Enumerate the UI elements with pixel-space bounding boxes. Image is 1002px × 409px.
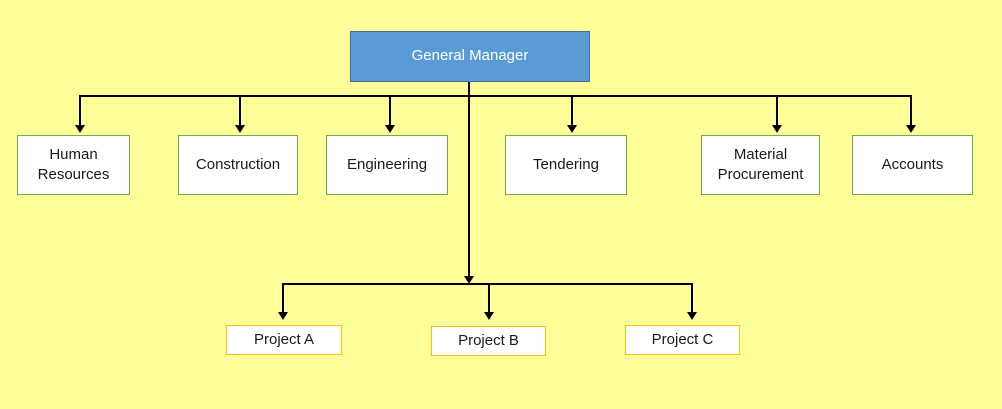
arrowhead-material-procurement [772, 125, 782, 133]
connector-drop-material-procurement [776, 95, 778, 126]
org-node-engineering: Engineering [326, 135, 448, 195]
org-node-project-c: Project C [625, 325, 740, 355]
arrowhead-construction [235, 125, 245, 133]
connector-root-stem [468, 81, 470, 277]
org-node-engineering-label: Engineering [346, 155, 428, 173]
arrowhead-tendering [567, 125, 577, 133]
connector-drop-project-a [282, 283, 284, 313]
connector-drop-engineering [389, 95, 391, 126]
arrowhead-project-c [687, 312, 697, 320]
arrowhead-project-a [278, 312, 288, 320]
org-node-human-resources-label: Human Resources [37, 145, 110, 183]
org-node-general-manager-label: General Manager [411, 47, 529, 65]
org-node-tendering-label: Tendering [533, 155, 599, 173]
org-node-project-a: Project A [226, 325, 342, 355]
org-node-material-procurement-label: Material Procurement [717, 145, 804, 183]
connector-drop-tendering [571, 95, 573, 126]
arrowhead-accounts [906, 125, 916, 133]
org-node-project-b-label: Project B [458, 331, 519, 349]
org-node-material-procurement: Material Procurement [701, 135, 820, 195]
org-node-general-manager: General Manager [350, 31, 590, 82]
connector-drop-construction [239, 95, 241, 126]
arrowhead-human-resources [75, 125, 85, 133]
org-node-human-resources: Human Resources [17, 135, 130, 195]
org-node-accounts: Accounts [852, 135, 973, 195]
arrowhead-root-stem [464, 276, 474, 284]
arrowhead-project-b [484, 312, 494, 320]
connector-drop-project-c [691, 283, 693, 313]
org-node-tendering: Tendering [505, 135, 627, 195]
org-node-project-b: Project B [431, 326, 546, 356]
connector-departments-rail [80, 95, 912, 97]
connector-drop-accounts [910, 95, 912, 126]
org-node-construction: Construction [178, 135, 298, 195]
arrowhead-engineering [385, 125, 395, 133]
org-node-project-c-label: Project C [651, 330, 714, 348]
org-node-accounts-label: Accounts [881, 155, 944, 173]
org-node-construction-label: Construction [195, 155, 281, 173]
connector-drop-project-b [488, 283, 490, 313]
org-node-project-a-label: Project A [253, 330, 315, 348]
connector-drop-human-resources [79, 95, 81, 126]
